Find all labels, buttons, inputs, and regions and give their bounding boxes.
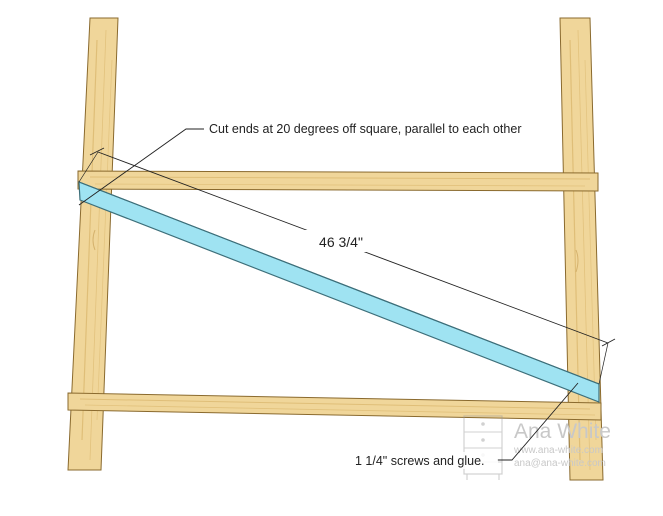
cut-note-leader	[78, 128, 204, 206]
watermark-email: ana@ana-white.com	[514, 458, 606, 469]
left-leg	[67, 17, 119, 471]
screws-note: 1 1/4" screws and glue.	[355, 454, 485, 468]
watermark-name: Ana White	[514, 420, 611, 443]
screws-note-bg	[352, 452, 498, 469]
length-label: 46 3/4"	[319, 234, 363, 250]
length-label-bg	[305, 230, 377, 252]
top-rail	[77, 170, 599, 192]
bottom-rail	[67, 392, 602, 421]
diagonal-brace	[78, 181, 600, 403]
screws-note-leader	[497, 382, 579, 461]
watermark-site: www.ana-white.com	[513, 445, 603, 456]
watermark-dresser-icon	[463, 415, 503, 480]
right-leg	[559, 17, 604, 481]
cut-note: Cut ends at 20 degrees off square, paral…	[209, 122, 521, 136]
